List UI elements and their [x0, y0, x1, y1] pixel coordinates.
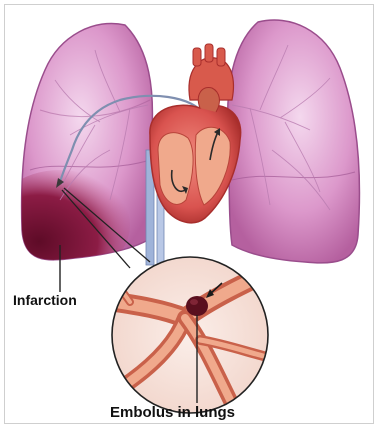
left-lung	[0, 23, 152, 280]
magnified-view	[100, 257, 290, 413]
right-lung	[228, 20, 360, 263]
embolus-clot	[186, 296, 208, 316]
embolus-label: Embolus in lungs	[110, 404, 235, 421]
infarction-label: Infarction	[13, 292, 77, 308]
heart	[150, 44, 241, 223]
